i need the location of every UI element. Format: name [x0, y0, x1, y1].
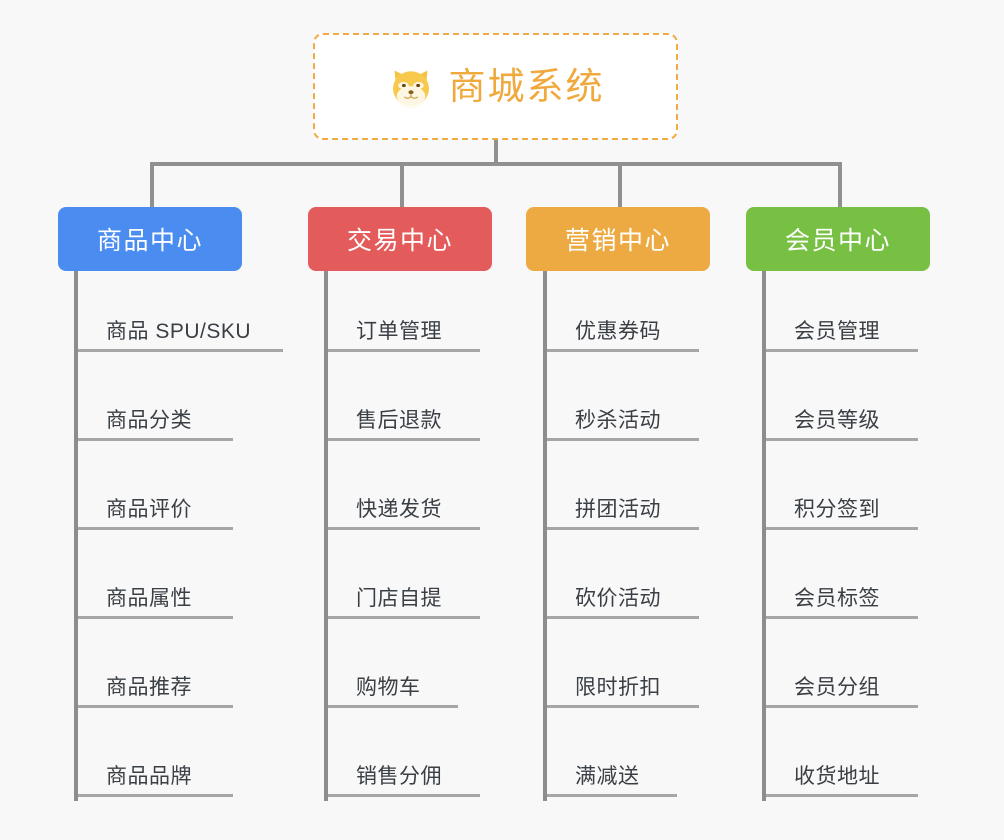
leaf-rule — [328, 349, 480, 352]
category-box-2[interactable]: 交易中心 — [308, 207, 492, 271]
leaf-rule — [547, 527, 699, 530]
leaf-label: 商品属性 — [106, 587, 192, 610]
branch-spine-2 — [324, 271, 328, 801]
connector-drop-3 — [618, 162, 622, 209]
root-node[interactable]: 商城系统 — [313, 33, 678, 140]
leaf-label: 购物车 — [356, 676, 421, 699]
leaf-label: 秒杀活动 — [575, 409, 661, 432]
leaf-rule — [328, 438, 480, 441]
leaf-rule — [78, 616, 233, 619]
leaf-rule — [78, 794, 233, 797]
connector-drop-4 — [838, 162, 842, 209]
leaf-rule — [766, 705, 918, 708]
leaf-rule — [547, 705, 699, 708]
leaf-label: 快递发货 — [356, 498, 442, 521]
leaf-rule — [78, 438, 233, 441]
connector-drop-2 — [400, 162, 404, 209]
category-box-3[interactable]: 营销中心 — [526, 207, 710, 271]
leaf-label: 门店自提 — [356, 587, 442, 610]
leaf-label: 会员分组 — [794, 676, 880, 699]
leaf-rule — [547, 794, 677, 797]
leaf-rule — [547, 349, 699, 352]
leaf-label: 砍价活动 — [575, 587, 661, 610]
leaf-label: 收货地址 — [794, 765, 880, 788]
leaf-label: 限时折扣 — [575, 676, 661, 699]
category-label-1: 商品中心 — [96, 227, 203, 255]
leaf-rule — [547, 438, 699, 441]
leaf-label: 会员管理 — [794, 320, 880, 343]
leaf-label: 拼团活动 — [575, 498, 661, 521]
leaf-rule — [766, 438, 918, 441]
leaf-rule — [328, 705, 458, 708]
leaf-label: 优惠券码 — [575, 320, 661, 343]
connector-drop-1 — [150, 162, 154, 209]
connector-trunk-bar — [150, 162, 842, 166]
shiba-dog-face-icon — [392, 70, 429, 108]
leaf-rule — [766, 616, 918, 619]
leaf-label: 商品评价 — [106, 498, 192, 521]
category-box-4[interactable]: 会员中心 — [746, 207, 930, 271]
leaf-label: 销售分佣 — [356, 765, 442, 788]
category-label-4: 会员中心 — [784, 227, 891, 255]
branch-spine-3 — [543, 271, 547, 801]
root-title: 商城系统 — [448, 66, 605, 107]
leaf-rule — [328, 527, 480, 530]
leaf-label: 会员等级 — [794, 409, 880, 432]
leaf-rule — [766, 349, 918, 352]
leaf-rule — [78, 349, 283, 352]
leaf-label: 商品 SPU/SKU — [106, 320, 252, 343]
branch-spine-4 — [762, 271, 766, 801]
category-label-2: 交易中心 — [346, 227, 453, 255]
category-label-3: 营销中心 — [564, 227, 671, 255]
leaf-label: 满减送 — [575, 765, 640, 788]
connector-root-stem — [494, 140, 498, 166]
category-box-1[interactable]: 商品中心 — [58, 207, 242, 271]
leaf-label: 订单管理 — [356, 320, 442, 343]
leaf-rule — [78, 527, 233, 530]
leaf-rule — [766, 794, 918, 797]
branch-spine-1 — [74, 271, 78, 801]
leaf-rule — [328, 794, 480, 797]
leaf-label: 商品推荐 — [106, 676, 192, 699]
leaf-rule — [547, 616, 699, 619]
leaf-label: 商品品牌 — [106, 765, 192, 788]
leaf-rule — [766, 527, 918, 530]
leaf-rule — [78, 705, 233, 708]
leaf-label: 售后退款 — [356, 409, 442, 432]
leaf-label: 会员标签 — [794, 587, 880, 610]
leaf-label: 商品分类 — [106, 409, 192, 432]
leaf-rule — [328, 616, 480, 619]
leaf-label: 积分签到 — [794, 498, 880, 521]
